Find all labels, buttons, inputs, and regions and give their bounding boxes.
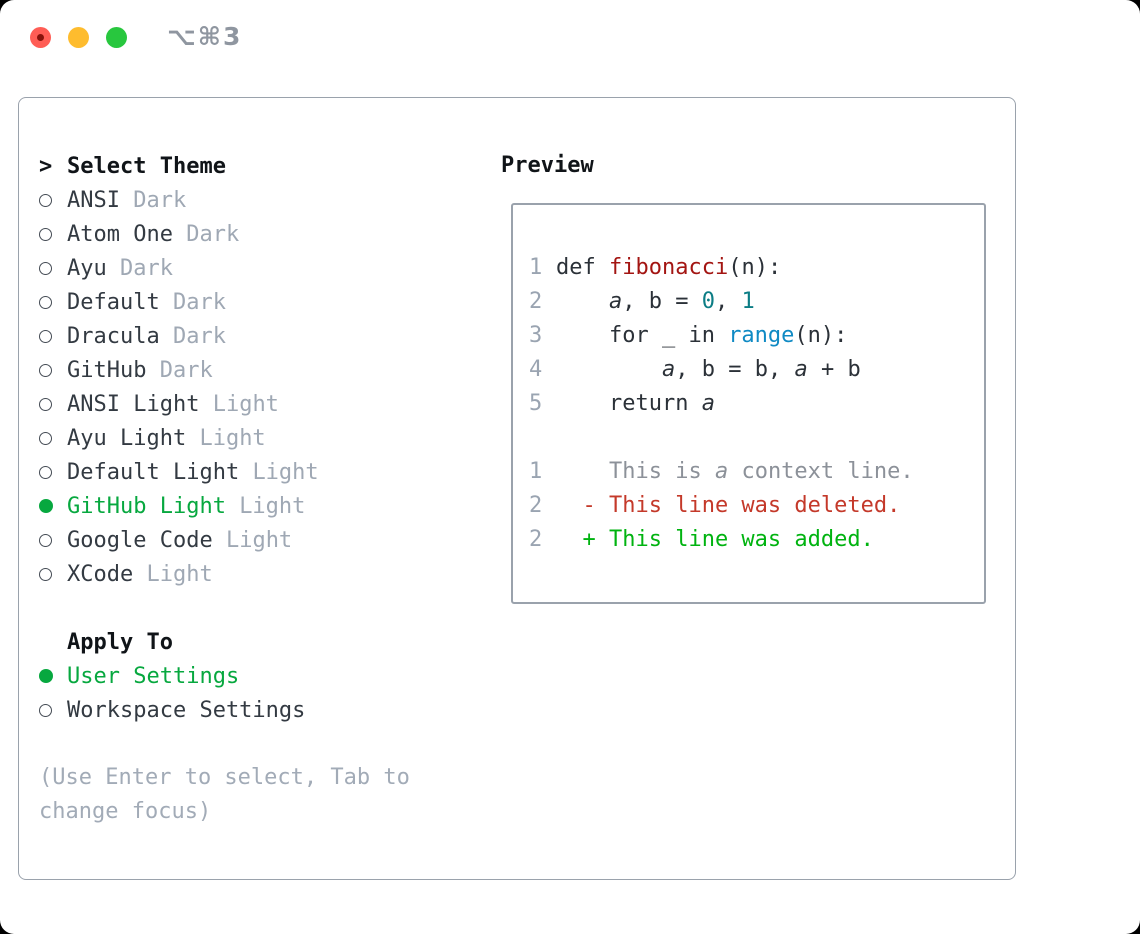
theme-picker-panel: > Select Theme ANSI Dark Atom One Dark Ay… <box>18 97 1016 880</box>
theme-variant-tag: Light <box>212 391 279 417</box>
radio-icon <box>39 227 52 241</box>
select-theme-label: Select Theme <box>67 153 226 179</box>
theme-option-github[interactable]: GitHub Dark <box>39 353 479 387</box>
spacer <box>39 591 479 625</box>
theme-name: ANSI Light <box>67 391 213 417</box>
help-text-line-1: (Use Enter to select, Tab to <box>39 765 410 790</box>
theme-column: > Select Theme ANSI Dark Atom One Dark Ay… <box>39 149 479 829</box>
theme-option-ayu[interactable]: Ayu Dark <box>39 251 479 285</box>
theme-option-dracula[interactable]: Dracula Dark <box>39 319 479 353</box>
apply-option-label: User Settings <box>67 663 240 689</box>
theme-variant-tag: Dark <box>186 221 240 247</box>
radio-icon <box>39 567 52 581</box>
radio-icon <box>39 703 52 717</box>
theme-variant-tag: Dark <box>172 289 226 315</box>
title-bar: ⌥⌘3 <box>0 0 1140 70</box>
theme-name: Dracula <box>67 323 173 349</box>
apply-option-user-settings[interactable]: User Settings <box>39 659 479 693</box>
theme-option-ansi-light[interactable]: ANSI Light Light <box>39 387 479 421</box>
help-text-line-2: change focus) <box>39 799 212 824</box>
theme-name: GitHub Light <box>67 493 240 519</box>
theme-option-xcode[interactable]: XCode Light <box>39 557 479 591</box>
spacer <box>39 727 479 761</box>
code-line: 2 - This line was deleted. <box>529 493 901 518</box>
apply-to-list: User Settings Workspace Settings <box>39 659 479 727</box>
prompt-icon: > <box>39 153 53 179</box>
radio-icon <box>39 295 52 309</box>
window-title: ⌥⌘3 <box>167 22 243 51</box>
theme-name: Ayu <box>67 255 120 281</box>
code-line: 5 return a <box>529 391 715 416</box>
select-theme-header: > Select Theme <box>39 149 479 183</box>
radio-icon <box>39 397 52 411</box>
apply-option-workspace-settings[interactable]: Workspace Settings <box>39 693 479 727</box>
close-button[interactable] <box>30 27 51 48</box>
zoom-button[interactable] <box>106 27 127 48</box>
radio-icon <box>39 465 52 479</box>
theme-option-default[interactable]: Default Dark <box>39 285 479 319</box>
radio-icon <box>39 329 52 343</box>
apply-option-label: Workspace Settings <box>67 697 306 723</box>
code-line <box>529 421 984 455</box>
theme-name: GitHub <box>67 357 160 383</box>
theme-name: Google Code <box>67 527 226 553</box>
theme-variant-tag: Light <box>146 561 213 587</box>
radio-icon <box>39 499 53 513</box>
radio-icon <box>39 261 52 275</box>
theme-name: Default Light <box>67 459 253 485</box>
theme-name: Default <box>67 289 173 315</box>
radio-icon <box>39 193 52 207</box>
theme-variant-tag: Dark <box>159 357 213 383</box>
theme-option-ansi[interactable]: ANSI Dark <box>39 183 479 217</box>
code-line: 4 a, b = b, a + b <box>529 357 861 382</box>
theme-name: Atom One <box>67 221 187 247</box>
theme-name: ANSI <box>67 187 134 213</box>
theme-name: XCode <box>67 561 147 587</box>
theme-variant-tag: Light <box>225 527 293 553</box>
theme-variant-tag: Dark <box>119 255 173 281</box>
preview-title: Preview <box>501 153 594 178</box>
theme-option-google-code[interactable]: Google Code Light <box>39 523 479 557</box>
apply-to-label: Apply To <box>67 629 173 655</box>
radio-icon <box>39 533 52 547</box>
code-line: 3 for _ in range(n): <box>529 323 848 348</box>
radio-icon <box>39 363 52 377</box>
apply-to-header: Apply To <box>39 625 479 659</box>
theme-name: Ayu Light <box>67 425 200 451</box>
code-line: 1 This is a context line. <box>529 459 914 484</box>
radio-icon <box>39 669 53 683</box>
radio-icon <box>39 431 52 445</box>
theme-variant-tag: Light <box>239 493 306 519</box>
theme-variant-tag: Light <box>252 459 319 485</box>
theme-option-default-light[interactable]: Default Light Light <box>39 455 479 489</box>
theme-variant-tag: Light <box>199 425 266 451</box>
minimize-button[interactable] <box>68 27 89 48</box>
theme-variant-tag: Dark <box>133 187 187 213</box>
code-line: 2 + This line was added. <box>529 527 874 552</box>
theme-variant-tag: Dark <box>172 323 226 349</box>
traffic-lights <box>30 27 127 48</box>
theme-option-github-light[interactable]: GitHub Light Light <box>39 489 479 523</box>
theme-list: ANSI Dark Atom One Dark Ayu Dark Default… <box>39 183 479 591</box>
theme-option-ayu-light[interactable]: Ayu Light Light <box>39 421 479 455</box>
code-line: 2 a, b = 0, 1 <box>529 289 755 314</box>
theme-option-atom-one[interactable]: Atom One Dark <box>39 217 479 251</box>
